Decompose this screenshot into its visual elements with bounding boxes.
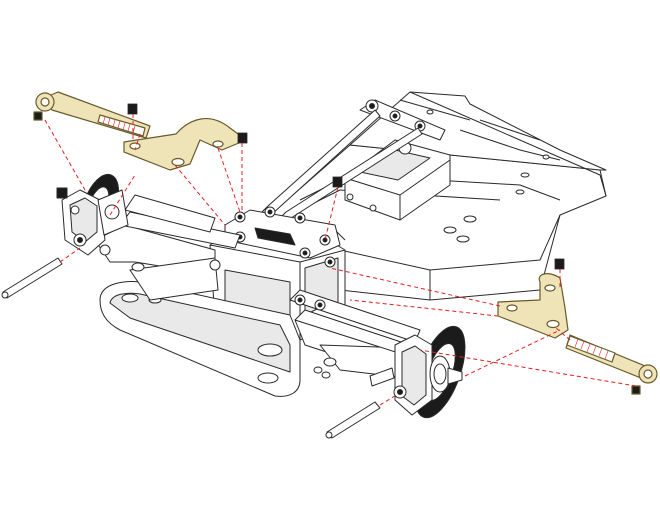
set-screw-2 [237,132,248,144]
left-lower-arm [94,224,221,301]
guide-left-arm-to-plate-2 [217,147,241,213]
right-pivot-screws [294,256,336,311]
front-top-plate [224,206,341,259]
guide-left-tierod-to-knuckle [44,119,86,191]
guide-left-pin [59,247,81,263]
assembly-guide-lines [44,114,637,406]
front-lower-plate [99,281,301,397]
guide-right-arm-to-plate [329,267,501,307]
guide-right-tierod-to-arm [555,327,571,341]
guide-right-arm-to-plate-2 [349,299,499,317]
rear-plate-holes [426,109,550,243]
set-screw-4 [554,258,565,270]
right-steering-arm [497,273,569,339]
servo-horn-link [359,99,446,141]
guide-right-knuckle-to-hub [464,329,561,377]
set-screw-3 [332,176,343,188]
left-hub [97,189,129,236]
right-hinge-pin [325,401,381,439]
set-screw-1 [127,103,138,115]
left-knuckle [56,187,106,256]
guide-left-tierod-to-arm [134,133,141,151]
right-tie-rod [565,334,658,395]
guide-center-screw [324,186,339,241]
guide-right-pin [379,393,399,406]
guide-left-arm-to-plate [174,164,226,226]
left-steering-arm [123,118,247,171]
left-tie-rod [33,91,151,139]
guide-right-tierod-to-knuckle [419,349,637,387]
left-hinge-pin [1,257,63,299]
right-hub [429,355,463,393]
guide-left-rod-to-hub [109,174,136,216]
right-pin-threaded [369,367,395,387]
right-knuckle [393,334,433,416]
